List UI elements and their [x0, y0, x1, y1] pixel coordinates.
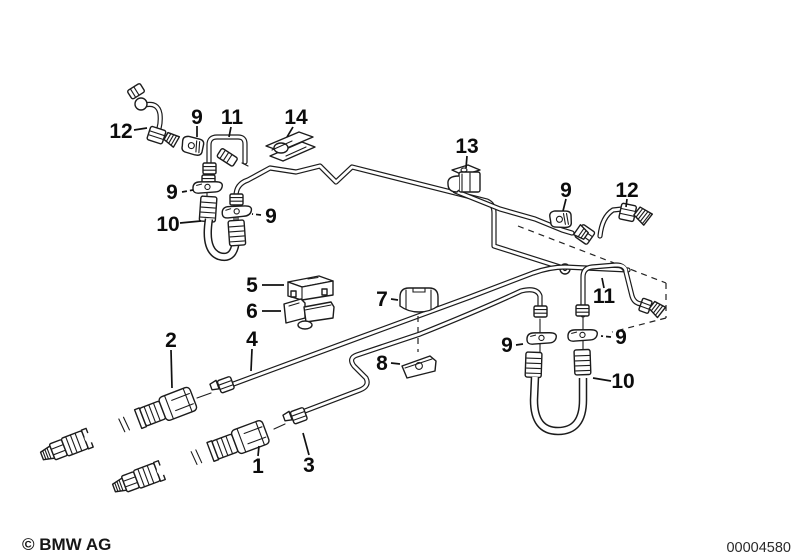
part-label-9-left2: 9 — [265, 205, 277, 228]
pipe-4 — [225, 264, 631, 389]
leader-line — [133, 127, 148, 131]
leader-line — [181, 189, 194, 193]
clip-9-flat-upper-left — [191, 178, 224, 196]
part-label-1: 1 — [252, 455, 264, 478]
clip-6 — [283, 298, 335, 330]
leader-line — [465, 155, 468, 169]
leader-line — [390, 362, 401, 365]
clip-9-flat-upper-right — [566, 326, 599, 344]
part-label-13: 13 — [455, 135, 478, 158]
part-label-8: 8 — [376, 352, 388, 375]
leader-line — [302, 432, 310, 456]
leader-line — [601, 277, 605, 289]
part-label-10-right: 10 — [611, 370, 634, 393]
clip-5 — [287, 275, 334, 301]
clip-7 — [399, 287, 439, 313]
clamp-13 — [447, 164, 481, 193]
union-stack-right — [533, 304, 590, 318]
leader-line — [228, 126, 232, 138]
leader-line — [250, 348, 253, 372]
clip-9-bracket-left — [180, 135, 205, 157]
union-4 — [196, 376, 235, 399]
leader-line — [515, 343, 524, 346]
hose-10-left — [198, 195, 247, 262]
clip-9-flat-lower-right — [525, 329, 558, 347]
leader-line — [170, 349, 173, 389]
leader-lines — [133, 126, 628, 457]
hose-10-right — [524, 348, 592, 436]
leader-line — [600, 335, 612, 338]
part-label-9-midleft: 9 — [166, 181, 178, 204]
part-label-12-left: 12 — [109, 120, 132, 143]
clip-8 — [401, 355, 437, 379]
rear-brake-pipe-left — [233, 163, 563, 270]
part-label-9-topleft: 9 — [191, 106, 203, 129]
hose-2 — [38, 386, 198, 467]
part-label-3: 3 — [303, 454, 315, 477]
part-label-11-left: 11 — [221, 106, 244, 129]
leader-line — [562, 198, 567, 212]
part-label-2: 2 — [165, 329, 177, 352]
part-label-9-topright: 9 — [560, 179, 572, 202]
pipe-11-left — [206, 134, 249, 171]
leader-line — [251, 213, 262, 216]
part-label-14: 14 — [284, 106, 308, 129]
leader-line — [257, 445, 260, 457]
pipe-3 — [294, 287, 543, 417]
part-label-7: 7 — [376, 288, 388, 311]
leader-line — [625, 198, 628, 208]
part-label-12-right: 12 — [615, 179, 638, 202]
union-above-hose10-left — [229, 193, 244, 206]
plate-number: 00004580 — [726, 540, 791, 556]
hose-1 — [110, 420, 270, 500]
construction-lines — [417, 225, 667, 352]
part-label-5: 5 — [246, 274, 258, 297]
rear-brake-pipe-right — [452, 188, 575, 236]
part-label-11-right: 11 — [593, 285, 616, 308]
hose-12-right — [572, 202, 654, 245]
part-label-9-right2: 9 — [501, 334, 513, 357]
hose-12-left — [127, 83, 181, 148]
leader-line — [286, 126, 294, 138]
part-label-6: 6 — [246, 300, 258, 323]
leader-line — [390, 298, 399, 301]
part-label-4: 4 — [246, 328, 258, 351]
union-3 — [273, 407, 308, 430]
callout-labels: 12 9 11 14 13 9 12 9 10 9 5 6 7 8 11 9 9… — [109, 106, 638, 478]
pipe-11-right — [580, 262, 667, 319]
leader-line — [179, 220, 202, 224]
leader-line — [592, 377, 612, 382]
clip-14 — [265, 131, 316, 162]
bmw-copyright: © BMW AG — [22, 535, 111, 554]
part-label-9-right1: 9 — [615, 326, 627, 349]
part-label-10-left: 10 — [156, 213, 179, 236]
clip-9-bracket-right — [548, 207, 574, 231]
